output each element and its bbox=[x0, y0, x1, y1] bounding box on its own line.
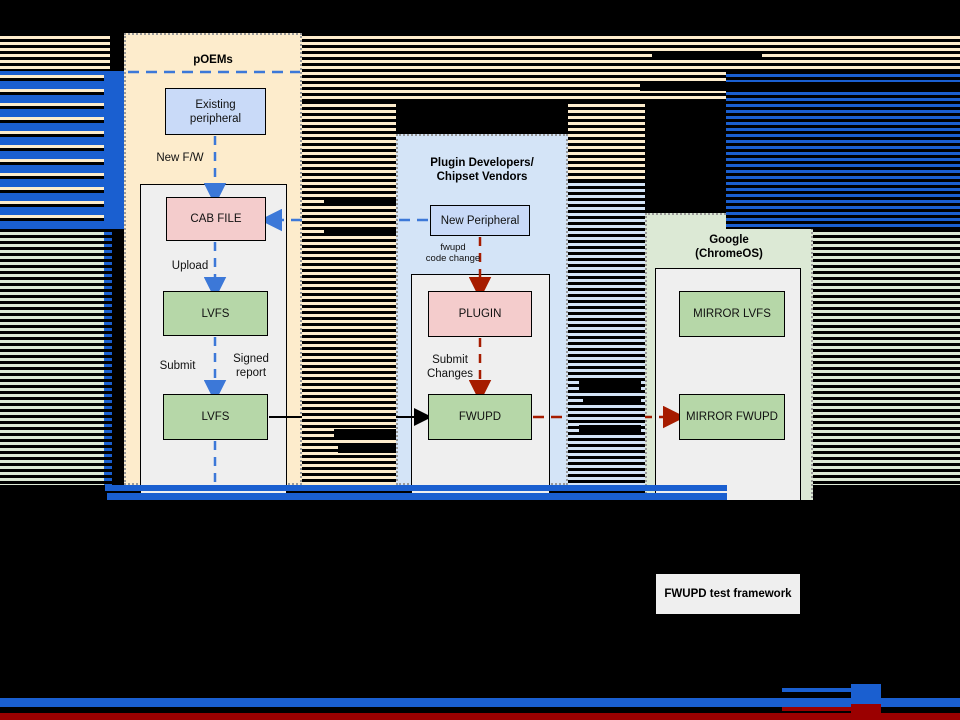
swimlane-google-title-line1: Google bbox=[709, 234, 749, 246]
node-plugin[interactable]: PLUGIN bbox=[428, 291, 532, 337]
node-existing-peripheral-line1: Existing bbox=[195, 98, 236, 111]
node-cab-file[interactable]: CAB FILE bbox=[166, 197, 266, 241]
firmware-update-flow-diagram: pOEMs Plugin Developers/ Chipset Vendors… bbox=[0, 33, 960, 518]
fwupd-test-framework-label: FWUPD test framework bbox=[664, 588, 792, 600]
node-fwupd[interactable]: FWUPD bbox=[428, 394, 532, 440]
edge-label-fwupd-code-change: fwupd code change bbox=[415, 242, 491, 264]
edge-label-signed-report-line1: Signed bbox=[233, 353, 269, 365]
swimlane-plugin-title-line1: Plugin Developers/ bbox=[430, 157, 534, 169]
edge-label-fwupd-code-change-line2: code change bbox=[425, 253, 481, 264]
edge-label-fwupd-code-change-line1: fwupd bbox=[440, 242, 466, 253]
node-existing-peripheral[interactable]: Existing peripheral bbox=[165, 88, 266, 135]
node-existing-peripheral-line2: peripheral bbox=[189, 112, 242, 125]
swimlane-plugin-title-line2: Chipset Vendors bbox=[436, 171, 528, 183]
edge-label-submit-changes-line2: Changes bbox=[426, 368, 474, 380]
node-mirror-fwupd-label: MIRROR FWUPD bbox=[686, 411, 778, 423]
edge-label-new-fw: New F/W bbox=[156, 152, 204, 164]
node-plugin-label: PLUGIN bbox=[458, 308, 502, 320]
node-lvfs-upper-label: LVFS bbox=[201, 307, 230, 320]
node-new-peripheral[interactable]: New Peripheral bbox=[430, 205, 530, 236]
node-lvfs-lower-label: LVFS bbox=[201, 411, 230, 423]
node-lvfs-lower[interactable]: LVFS bbox=[163, 394, 268, 440]
edge-label-submit-changes: Submit Changes bbox=[415, 353, 485, 381]
node-mirror-lvfs[interactable]: MIRROR LVFS bbox=[679, 291, 785, 337]
fwupd-test-framework-box[interactable]: FWUPD test framework bbox=[656, 574, 800, 614]
node-mirror-lvfs-label: MIRROR LVFS bbox=[693, 308, 771, 320]
node-fwupd-label: FWUPD bbox=[458, 411, 502, 423]
edge-label-signed-report: Signed report bbox=[215, 352, 287, 380]
node-mirror-fwupd[interactable]: MIRROR FWUPD bbox=[679, 394, 785, 440]
edge-label-submit-changes-line1: Submit bbox=[432, 354, 468, 366]
swimlane-google-title-line2: (ChromeOS) bbox=[695, 248, 763, 260]
edge-label-signed-report-line2: report bbox=[235, 367, 267, 379]
swimlane-poems-title: pOEMs bbox=[193, 54, 233, 66]
node-cab-file-label: CAB FILE bbox=[190, 213, 242, 225]
node-lvfs-upper[interactable]: LVFS bbox=[163, 291, 268, 336]
edge-label-upload: Upload bbox=[171, 260, 209, 272]
edge-label-submit: Submit bbox=[159, 360, 196, 372]
node-new-peripheral-label: New Peripheral bbox=[440, 214, 520, 227]
